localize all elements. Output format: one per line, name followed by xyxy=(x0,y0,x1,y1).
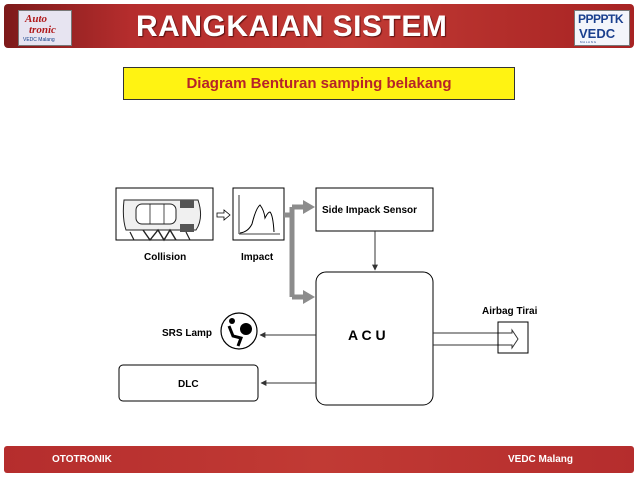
logo-left-line3: VEDC Malang xyxy=(23,37,55,43)
vedc-logo: PPPPTK VEDC M A L A N G xyxy=(574,10,630,46)
impact-signal-arrow xyxy=(284,200,315,304)
logo-right-line2: VEDC xyxy=(579,26,616,41)
airbag-warning-icon xyxy=(220,312,258,350)
autotronic-logo: Auto tronic VEDC Malang xyxy=(18,10,72,46)
footer-bar: OTOTRONIK VEDC Malang xyxy=(4,446,634,473)
logo-right-line3: M A L A N G xyxy=(580,40,597,44)
logo-left-line2: tronic xyxy=(29,24,56,36)
logo-right-line1: PPPPTK xyxy=(578,12,624,26)
impact-graph xyxy=(232,187,285,241)
footer-left-text: OTOTRONIK xyxy=(52,454,112,465)
collision-to-impact-arrow xyxy=(216,209,231,221)
footer-right-text: VEDC Malang xyxy=(508,454,574,465)
page-title: RANGKAIAN SISTEM xyxy=(136,10,448,43)
srs-lamp-label: SRS Lamp xyxy=(162,328,212,339)
side-impact-sensor-box xyxy=(315,187,434,232)
diagram-subtitle: Diagram Benturan samping belakang xyxy=(123,67,515,100)
sensor-label: Side Impack Sensor xyxy=(322,205,417,216)
logo-left-line1: Auto xyxy=(25,13,48,25)
acu-label: A C U xyxy=(348,327,386,343)
impact-label: Impact xyxy=(241,252,274,263)
header-bar: RANGKAIAN SISTEM xyxy=(4,4,634,48)
airbag-label: Airbag Tirai xyxy=(482,306,538,317)
collision-label: Collision xyxy=(144,252,186,263)
acu-box xyxy=(315,271,434,406)
dlc-label: DLC xyxy=(178,379,199,390)
dlc-box xyxy=(118,364,259,402)
collision-illustration xyxy=(115,187,214,242)
acu-to-airbag-arrow xyxy=(433,328,519,350)
airbag-box xyxy=(497,321,529,354)
